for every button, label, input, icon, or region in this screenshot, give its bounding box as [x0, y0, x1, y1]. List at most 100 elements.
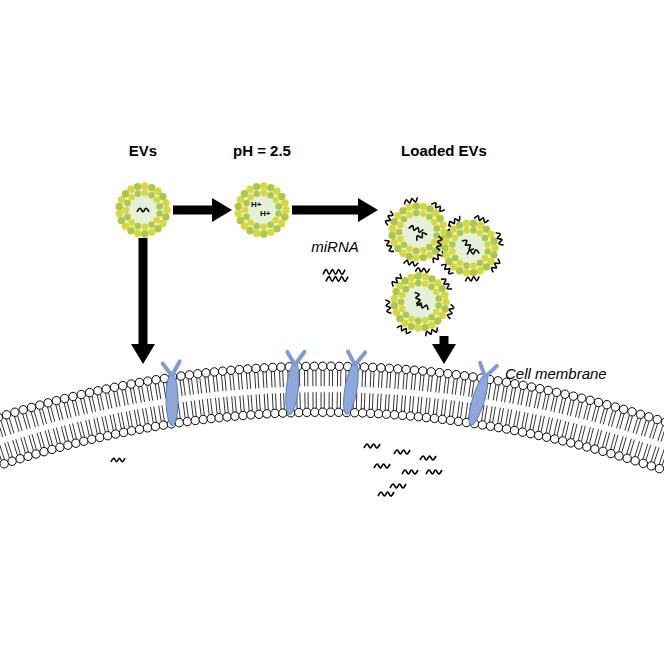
lipid-head	[242, 207, 249, 214]
lipid-head	[127, 380, 135, 388]
lipid-tail	[225, 375, 227, 391]
lipid-tail	[31, 412, 35, 427]
lipid-head	[389, 232, 396, 239]
mirna-strand	[374, 464, 390, 468]
lipid-tail	[635, 441, 640, 456]
lipid-head	[302, 362, 310, 370]
lipid-tail	[283, 393, 285, 409]
lipid-tail	[53, 428, 57, 443]
lipid-head	[310, 362, 318, 370]
lipid-head	[402, 365, 410, 373]
lipid-head	[454, 417, 462, 425]
lipid-head	[420, 254, 427, 261]
lipid-tail	[59, 404, 63, 419]
lipid-tail	[337, 370, 338, 386]
lipid-tail	[316, 392, 317, 408]
lipid-head	[377, 364, 385, 372]
lipid-head	[463, 262, 470, 269]
proton-label: H+	[251, 201, 265, 209]
lipid-head	[594, 398, 602, 406]
lipid-tail	[240, 396, 241, 412]
lipid-head	[72, 439, 80, 447]
mirna-strand	[415, 231, 427, 240]
lipid-head	[127, 427, 135, 435]
lipid-head	[247, 411, 255, 419]
lipid-head	[567, 439, 575, 447]
lipid-tail	[274, 371, 276, 387]
lipid-tail	[13, 440, 18, 455]
lipid-head	[154, 225, 161, 232]
lipid-head	[148, 221, 155, 228]
lipid-head	[578, 394, 586, 402]
lipid-tail	[89, 397, 93, 413]
lipid-head	[408, 274, 415, 281]
lipid-tail	[594, 429, 598, 444]
lipid-head	[235, 203, 242, 210]
lipid-tail	[272, 394, 274, 410]
lipid-head	[619, 405, 627, 413]
lipid-head	[385, 364, 393, 372]
lipid-head	[334, 408, 342, 416]
lipid-tail	[581, 426, 585, 442]
receptor-protein	[281, 350, 305, 415]
lipid-tail	[72, 401, 76, 417]
mirna-strand	[364, 444, 380, 448]
lipid-head	[253, 230, 260, 237]
lipid-tail	[117, 391, 120, 407]
lipid-head	[441, 291, 448, 298]
lipid-tail	[280, 393, 282, 409]
lipid-tail	[406, 374, 407, 390]
node-heading: Loaded EVs	[378, 142, 510, 160]
lipid-head	[77, 390, 85, 398]
lipid-head	[628, 408, 636, 416]
lipid-tail	[595, 407, 599, 422]
lipid-head	[40, 447, 48, 455]
lipid-head	[134, 223, 141, 230]
lipid-tail	[64, 403, 68, 419]
lipid-head	[335, 362, 343, 370]
lipid-head	[116, 210, 123, 217]
lipid-tail	[608, 410, 612, 425]
mirna-strand	[326, 277, 348, 282]
lipid-tail	[221, 375, 223, 391]
lipid-tail	[92, 396, 96, 412]
lipid-head	[162, 213, 169, 220]
lipid-tail	[246, 373, 247, 389]
lipid-tail	[255, 373, 256, 389]
lipid-head	[44, 399, 52, 407]
lipid-head	[639, 459, 647, 467]
lipid-tail	[522, 412, 525, 428]
lipid-head	[260, 364, 268, 372]
vesicle-lumen	[444, 222, 496, 274]
lipid-tail	[21, 438, 26, 453]
mirna-strand	[436, 236, 442, 250]
lipid-head	[401, 277, 408, 284]
mirna-strand	[385, 299, 391, 313]
mirna-strand	[490, 259, 501, 273]
lipid-tail	[337, 392, 338, 408]
lipid-head	[491, 244, 498, 251]
mirna-strand	[409, 225, 424, 234]
lipid-head	[260, 230, 267, 237]
lipid-tail	[275, 393, 277, 409]
lipid-tail	[567, 400, 571, 416]
lipid-tail	[627, 439, 632, 454]
lipid-tail	[455, 379, 457, 395]
lipid-head	[243, 365, 251, 373]
lipid-head	[611, 403, 619, 411]
lipid-tail	[163, 383, 165, 399]
lipid-head	[645, 413, 653, 421]
lipid-head	[282, 206, 289, 213]
lipid-tail	[211, 399, 213, 415]
lipid-head	[391, 295, 398, 302]
lipid-head	[433, 232, 440, 239]
lipid-tail	[565, 422, 569, 438]
mirna-strand	[384, 239, 394, 253]
lipid-tail	[444, 377, 446, 393]
lipid-tail	[439, 377, 441, 393]
lipid-head	[477, 267, 484, 274]
lipid-tail	[56, 428, 60, 443]
lipid-tail	[428, 376, 430, 392]
lipid-head	[433, 225, 440, 232]
